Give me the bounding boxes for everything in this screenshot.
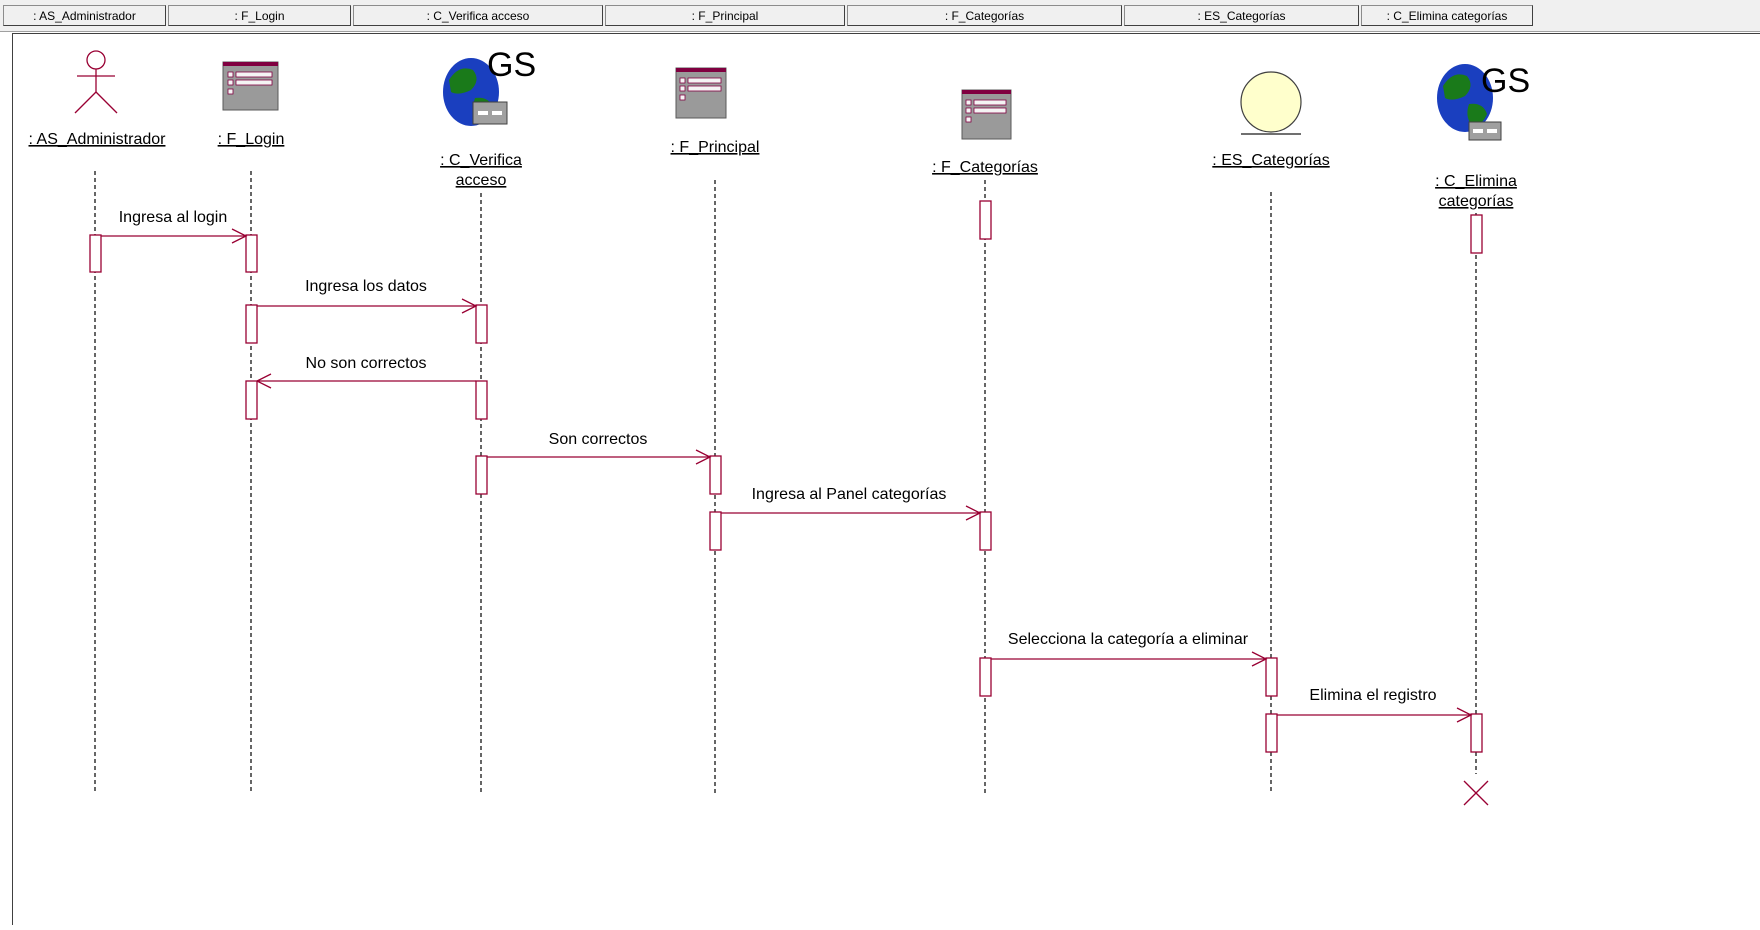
lifeline-label-principal[interactable]: : F_Principal <box>671 139 760 156</box>
header-cell-login[interactable]: : F_Login <box>168 5 351 26</box>
gs-label: GS <box>487 46 536 84</box>
message-arrow[interactable] <box>257 298 478 314</box>
activation-bar[interactable] <box>475 455 488 495</box>
activation-bar[interactable] <box>245 380 258 420</box>
activation-bar[interactable] <box>89 234 102 273</box>
form-icon[interactable] <box>222 61 279 111</box>
activation-bar[interactable] <box>1470 713 1483 753</box>
lifeline-header-bar: : AS_Administrador : F_Login : C_Verific… <box>0 0 1760 32</box>
lifeline-label-verifica-line2[interactable]: acceso <box>456 172 507 189</box>
message-label: Ingresa al login <box>119 209 228 226</box>
activation-bar[interactable] <box>1265 657 1278 697</box>
activation-bar[interactable] <box>475 304 488 344</box>
message-arrow[interactable] <box>487 449 712 465</box>
gs-label: GS <box>1481 62 1530 100</box>
lifeline-label-verifica-line1[interactable]: : C_Verifica <box>440 152 522 169</box>
activation-bar[interactable] <box>1470 214 1483 254</box>
destroy-x-icon[interactable] <box>1463 780 1489 806</box>
message-label: Son correctos <box>549 431 648 448</box>
activation-bar[interactable] <box>245 234 258 273</box>
message-arrow[interactable] <box>1277 707 1473 723</box>
activation-bar[interactable] <box>1265 713 1278 753</box>
diagram-canvas: : AS_Administrador : F_Login GS : C_Veri… <box>12 33 1760 925</box>
header-cell-admin[interactable]: : AS_Administrador <box>3 5 166 26</box>
entity-icon[interactable] <box>1240 71 1302 135</box>
activation-bar[interactable] <box>979 511 992 551</box>
lifeline-label-admin[interactable]: : AS_Administrador <box>29 131 167 148</box>
activation-bar[interactable] <box>709 511 722 551</box>
message-arrow[interactable] <box>101 228 248 244</box>
form-icon[interactable] <box>961 89 1012 140</box>
activation-bar[interactable] <box>979 200 992 240</box>
form-icon[interactable] <box>675 67 727 119</box>
message-label: Elimina el registro <box>1309 687 1436 704</box>
activation-bar[interactable] <box>475 380 488 420</box>
header-cell-principal[interactable]: : F_Principal <box>605 5 845 26</box>
header-cell-verifica[interactable]: : C_Verifica acceso <box>353 5 603 26</box>
message-label: No son correctos <box>306 355 427 372</box>
sequence-diagram: : AS_Administrador : F_Login GS : C_Veri… <box>29 46 1530 806</box>
activation-bar[interactable] <box>709 455 722 495</box>
activation-bar[interactable] <box>245 304 258 344</box>
header-cell-categorias[interactable]: : F_Categorías <box>847 5 1122 26</box>
header-cell-elimina[interactable]: : C_Elimina categorías <box>1361 5 1533 26</box>
lifeline-label-elimina-line1[interactable]: : C_Elimina <box>1435 173 1517 190</box>
message-arrow[interactable] <box>991 651 1268 667</box>
globe-control-icon[interactable]: GS <box>443 46 536 126</box>
activation-bar[interactable] <box>979 657 992 697</box>
lifeline-label-elimina-line2[interactable]: categorías <box>1439 193 1514 210</box>
message-label: Ingresa al Panel categorías <box>752 486 947 503</box>
message-arrow[interactable] <box>255 373 476 389</box>
header-cell-es-categorias[interactable]: : ES_Categorías <box>1124 5 1359 26</box>
globe-control-icon[interactable]: GS <box>1437 62 1530 141</box>
lifeline-label-login[interactable]: : F_Login <box>218 131 285 148</box>
lifeline-label-es-categorias[interactable]: : ES_Categorías <box>1212 152 1329 169</box>
message-arrow[interactable] <box>721 505 982 521</box>
message-label: Selecciona la categoría a eliminar <box>1008 631 1249 648</box>
lifeline-label-categorias[interactable]: : F_Categorías <box>932 159 1038 176</box>
message-label: Ingresa los datos <box>305 278 427 295</box>
actor-icon[interactable] <box>74 50 118 114</box>
